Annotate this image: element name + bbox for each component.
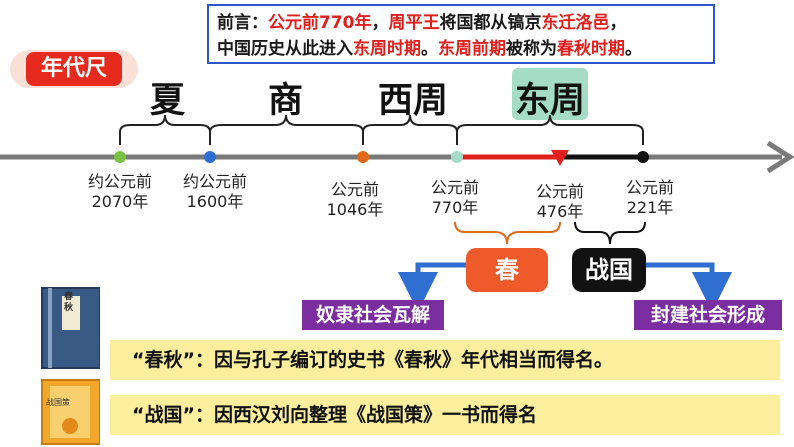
label-line: 公元前 bbox=[625, 178, 674, 197]
brace-western-zhou bbox=[362, 114, 458, 145]
brace-warring-states bbox=[574, 221, 646, 245]
brace-shang bbox=[209, 114, 364, 145]
label-line: 公元前 bbox=[535, 182, 584, 201]
move-east: 东迁洛邑 bbox=[541, 13, 610, 33]
label-line: 约公元前 bbox=[182, 172, 247, 191]
zhanguoce-cover-title: 战国策 bbox=[46, 398, 70, 407]
point-770 bbox=[451, 151, 463, 163]
label-line: 2070年 bbox=[91, 192, 149, 211]
king-ping: 周平王 bbox=[388, 13, 440, 33]
label-line: 约公元前 bbox=[87, 172, 152, 191]
punct: ， bbox=[609, 13, 627, 33]
early-eastern-zhou: 东周前期 bbox=[438, 39, 506, 59]
label-line: 476年 bbox=[536, 202, 584, 221]
zhanguoce-book-icon bbox=[41, 379, 100, 445]
punct: 。 bbox=[421, 39, 438, 59]
arrow-left-icon bbox=[398, 262, 472, 312]
arrow-right-icon bbox=[645, 262, 732, 312]
point-1046 bbox=[357, 151, 369, 163]
zhanguo-explanation: “战国”：因西汉刘向整理《战国策》一书而得名 bbox=[110, 395, 780, 435]
eastern-zhou: 东周时期 bbox=[353, 39, 421, 59]
spring-autumn-pill: 春 bbox=[466, 248, 548, 292]
slave-society-decline: 奴隶社会瓦解 bbox=[302, 300, 444, 330]
punct: ， bbox=[371, 13, 389, 33]
text: 被称为 bbox=[506, 39, 557, 59]
chunqiu-book-icon bbox=[41, 287, 100, 369]
dynasty-western-zhou: 西周 bbox=[378, 80, 449, 121]
preface-label: 前言： bbox=[217, 13, 268, 33]
label-line: 221年 bbox=[626, 198, 674, 217]
label-line: 770年 bbox=[431, 198, 479, 217]
brace-spring-autumn bbox=[454, 221, 561, 245]
ruler-label: 年代尺 bbox=[26, 52, 122, 86]
spring-autumn-period: 春秋时期 bbox=[557, 39, 625, 59]
preface-note: 前言：公元前770年，周平王将国都从镐京东迁洛邑， 中国历史从此进入东周时期。东… bbox=[207, 4, 715, 64]
chunqiu-cover-title: 春秋 bbox=[64, 292, 74, 313]
label-line: 1046年 bbox=[326, 200, 384, 219]
chunqiu-explanation: “春秋”：因与孔子编订的史书《春秋》年代相当而得名。 bbox=[110, 340, 780, 380]
brace-xia bbox=[119, 114, 211, 145]
point-2070 bbox=[114, 151, 126, 163]
point-221 bbox=[637, 151, 649, 163]
text: 中国历史从此进入 bbox=[217, 39, 353, 59]
year-770: 公元前770年 bbox=[268, 13, 372, 33]
point-1600 bbox=[204, 151, 216, 163]
point-476 bbox=[551, 150, 569, 166]
label-line: 公元前 bbox=[430, 178, 479, 197]
punct: 。 bbox=[625, 39, 642, 59]
label-line: 1600年 bbox=[186, 192, 244, 211]
text: 将国都从镐京 bbox=[439, 13, 542, 33]
preface-line-2: 中国历史从此进入东周时期。东周前期被称为春秋时期。 bbox=[217, 36, 705, 62]
label-line: 公元前 bbox=[330, 180, 379, 199]
eastern-zhou-highlight bbox=[512, 68, 588, 120]
dynasty-shang: 商 bbox=[268, 80, 304, 121]
preface-line-1: 前言：公元前770年，周平王将国都从镐京东迁洛邑， bbox=[217, 10, 705, 36]
dynasty-eastern-zhou: 东周 bbox=[515, 80, 586, 121]
warring-states-pill: 战国 bbox=[572, 248, 646, 292]
brace-eastern-zhou bbox=[456, 114, 644, 145]
dynasty-xia: 夏 bbox=[150, 80, 186, 121]
feudal-society-formed: 封建社会形成 bbox=[634, 300, 782, 330]
timeline-arrow-icon bbox=[766, 140, 794, 174]
